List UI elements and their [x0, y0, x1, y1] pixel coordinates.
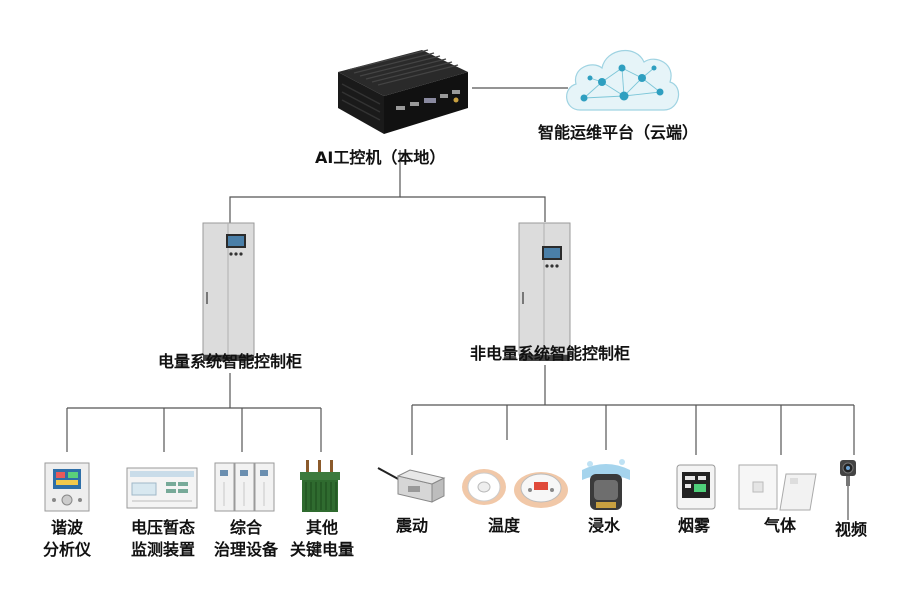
temperature-label: 温度	[488, 516, 521, 535]
immersion-label: 浸水	[588, 516, 621, 535]
temperature-sensor-open-icon	[514, 472, 568, 508]
water-immersion-sensor-icon	[582, 459, 630, 510]
electric-cabinet-icon	[202, 222, 255, 361]
power-quality-label: 综合 治理设备	[206, 517, 286, 561]
local-pc-label: AI工控机（本地）	[315, 148, 446, 167]
pc-to-cabinets-link	[229, 150, 401, 228]
gas-label: 气体	[764, 516, 797, 535]
other-electric-label-line-2: 关键电量	[289, 540, 354, 559]
voltage-monitor-label-line-2: 监测装置	[130, 540, 195, 559]
other-electric-label: 其他 关键电量	[282, 517, 362, 561]
vibration-label: 震动	[396, 516, 429, 535]
transformer-icon	[300, 460, 340, 512]
harmonic-analyzer-label: 谐波 分析仪	[40, 517, 94, 561]
cabinet-2-label: 非电量系统智能控制柜	[470, 344, 631, 363]
harmonic-analyzer-label-line-1: 谐波	[50, 518, 83, 537]
smoke-label: 烟雾	[678, 516, 711, 535]
temperature-sensor-icon	[462, 469, 506, 505]
video-camera-icon	[840, 460, 856, 520]
voltage-monitor-label: 电压暂态 监测装置	[123, 517, 203, 561]
power-quality-cabinets-icon	[214, 462, 275, 512]
harmonic-analyzer-icon	[44, 462, 90, 512]
other-electric-label-line-1: 其他	[305, 518, 338, 537]
gas-sensor-icon	[738, 464, 817, 511]
non-electric-cabinet-icon	[518, 222, 571, 361]
vibration-sensor-icon	[377, 467, 446, 503]
harmonic-analyzer-label-line-2: 分析仪	[42, 540, 91, 559]
video-label: 视频	[835, 520, 868, 539]
industrial-pc-icon	[338, 49, 468, 134]
cabinet-1-label: 电量系统智能控制柜	[158, 352, 303, 371]
cloud-network-icon	[566, 49, 680, 111]
smoke-sensor-icon	[676, 464, 716, 510]
pc-to-cabinet-2-link	[400, 196, 546, 222]
voltage-monitor-label-line-1: 电压暂态	[130, 518, 195, 537]
cloud-platform-label: 智能运维平台（云端）	[538, 123, 699, 142]
voltage-monitor-icon	[126, 467, 198, 509]
power-quality-label-line-2: 治理设备	[213, 540, 278, 559]
power-quality-label-line-1: 综合	[229, 518, 262, 537]
